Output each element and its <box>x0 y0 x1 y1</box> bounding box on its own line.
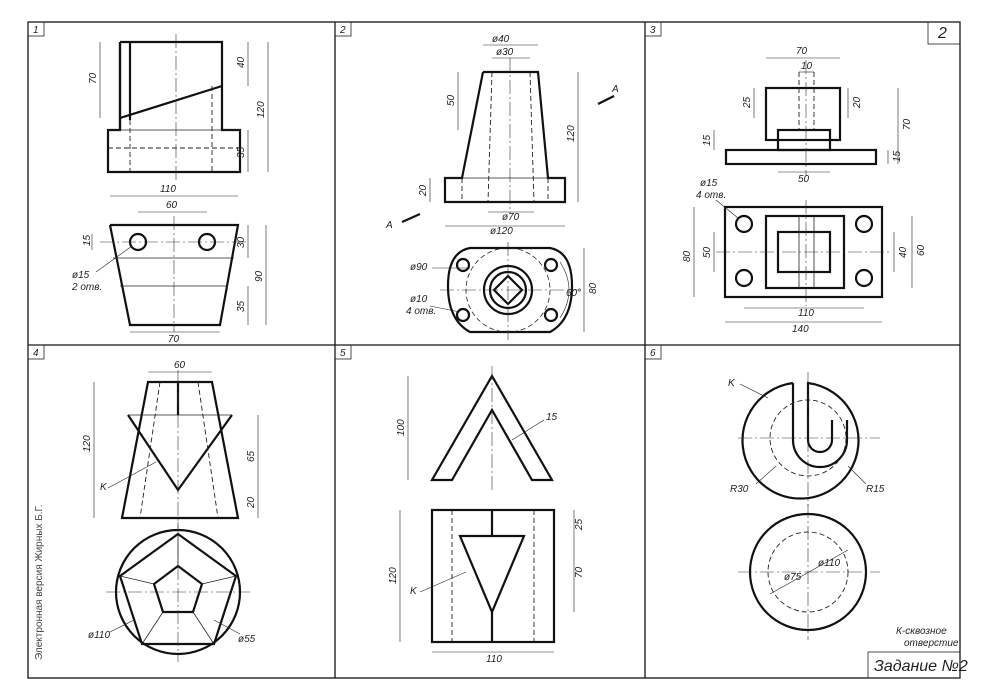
outer-frame <box>27 21 961 679</box>
panel-number-4: 4 <box>27 344 45 360</box>
svg-text:ø55: ø55 <box>238 634 256 645</box>
svg-text:15: 15 <box>892 150 903 162</box>
svg-text:5: 5 <box>340 348 346 359</box>
svg-text:110: 110 <box>798 308 814 319</box>
svg-text:70: 70 <box>88 72 99 84</box>
svg-text:K: K <box>100 482 108 493</box>
svg-text:60: 60 <box>166 200 178 211</box>
panel-4-drawing: 60 120 65 20 K ø110 ø55 <box>82 360 259 662</box>
panel-number-3: 3 <box>644 21 662 37</box>
svg-text:К-сквозное: К-сквозное <box>896 626 947 637</box>
svg-text:A: A <box>385 220 393 231</box>
svg-text:60: 60 <box>174 360 186 371</box>
svg-text:65: 65 <box>246 450 257 462</box>
svg-text:20: 20 <box>418 184 429 197</box>
svg-text:ø40: ø40 <box>492 34 510 45</box>
panel-number-1: 1 <box>27 21 45 37</box>
svg-text:ø15: ø15 <box>700 178 718 189</box>
svg-text:A: A <box>611 84 619 95</box>
svg-text:K: K <box>728 378 736 389</box>
svg-text:R15: R15 <box>866 484 885 495</box>
panel-3-drawing: 70 10 25 20 70 15 15 50 50 60 40 80 <box>682 46 927 335</box>
svg-text:40: 40 <box>236 56 247 68</box>
svg-text:ø110: ø110 <box>818 558 840 569</box>
svg-text:50: 50 <box>798 174 810 185</box>
svg-text:50: 50 <box>702 246 713 258</box>
svg-text:70: 70 <box>796 46 808 57</box>
panel-6-drawing: K R30 R15 ø75 ø110 К-сквозное отверстие <box>728 372 959 649</box>
svg-text:120: 120 <box>256 101 267 118</box>
svg-text:25: 25 <box>742 96 753 109</box>
svg-text:10: 10 <box>801 61 813 72</box>
svg-text:отверстие: отверстие <box>904 638 959 649</box>
svg-text:2: 2 <box>339 25 346 36</box>
task-label-box <box>867 651 961 679</box>
svg-text:20: 20 <box>852 96 863 109</box>
svg-text:120: 120 <box>566 125 577 142</box>
panel-1-drawing: 70 40 120 35 110 60 15 30 90 35 70 ø15 2… <box>71 34 269 345</box>
svg-text:ø30: ø30 <box>496 47 514 58</box>
svg-text:ø120: ø120 <box>490 226 513 237</box>
svg-text:15: 15 <box>702 134 713 146</box>
svg-text:70: 70 <box>902 118 913 130</box>
svg-text:ø90: ø90 <box>410 262 428 273</box>
svg-text:4 отв.: 4 отв. <box>696 190 726 201</box>
svg-text:15: 15 <box>546 412 558 423</box>
svg-text:ø15: ø15 <box>72 270 90 281</box>
svg-text:3: 3 <box>650 25 656 36</box>
panel-number-5: 5 <box>334 344 352 360</box>
svg-text:20: 20 <box>246 496 257 509</box>
svg-text:6: 6 <box>650 348 656 359</box>
panel-number-6: 6 <box>644 344 662 360</box>
svg-text:25: 25 <box>574 518 585 531</box>
svg-text:80: 80 <box>682 250 693 262</box>
svg-text:ø75: ø75 <box>784 572 802 583</box>
svg-text:4 отв.: 4 отв. <box>406 306 436 317</box>
svg-text:100: 100 <box>396 419 407 436</box>
svg-text:60: 60 <box>916 244 927 256</box>
svg-text:1: 1 <box>33 25 39 36</box>
panel-2-drawing: ø40 ø30 50 120 20 ø70 ø120 A A ø90 60° <box>385 34 619 340</box>
svg-text:R30: R30 <box>730 484 749 495</box>
svg-text:60°: 60° <box>566 288 581 299</box>
svg-text:120: 120 <box>388 567 399 584</box>
svg-text:80: 80 <box>588 282 599 294</box>
svg-text:140: 140 <box>792 324 809 335</box>
panel-number-2: 2 <box>334 21 352 37</box>
svg-text:ø70: ø70 <box>502 212 520 223</box>
side-caption: Электронная версия Жирных Б.Г. <box>34 504 45 660</box>
svg-text:K: K <box>410 586 418 597</box>
svg-text:110: 110 <box>486 654 502 665</box>
svg-text:2 отв.: 2 отв. <box>71 282 102 293</box>
sheet-number-box <box>927 21 961 45</box>
svg-text:ø110: ø110 <box>88 630 110 641</box>
svg-text:70: 70 <box>168 334 180 345</box>
svg-text:15: 15 <box>82 234 93 246</box>
svg-text:120: 120 <box>82 435 93 452</box>
svg-text:110: 110 <box>160 184 176 195</box>
svg-text:70: 70 <box>574 566 585 578</box>
panel-5-drawing: 100 15 25 120 70 110 K <box>388 366 585 665</box>
svg-text:90: 90 <box>254 270 265 282</box>
svg-text:35: 35 <box>236 146 247 158</box>
svg-text:35: 35 <box>236 300 247 312</box>
svg-text:ø10: ø10 <box>410 294 428 305</box>
svg-text:4: 4 <box>33 348 39 359</box>
task-label: Задание №2 <box>874 658 968 675</box>
sheet-number: 2 <box>937 25 947 42</box>
svg-text:30: 30 <box>236 236 247 248</box>
svg-text:40: 40 <box>898 246 909 258</box>
svg-text:50: 50 <box>446 94 457 106</box>
